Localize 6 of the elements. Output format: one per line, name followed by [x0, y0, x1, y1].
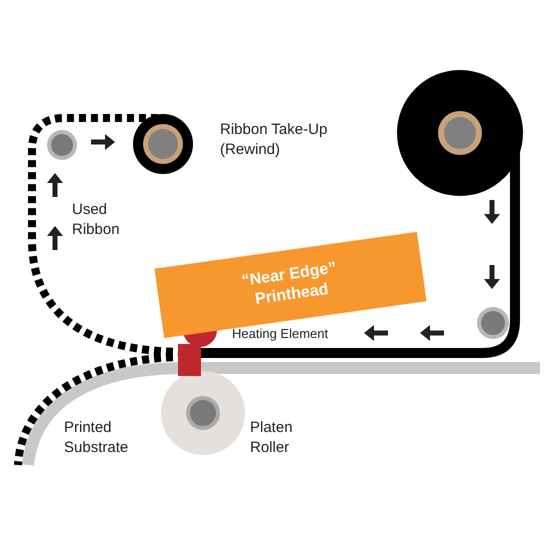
part-label: Heating Element — [232, 325, 330, 343]
part-label: Used Ribbon — [72, 200, 121, 240]
part-label: Ribbon Take-Up (Rewind) — [220, 120, 328, 160]
part-label: Platen Roller — [250, 418, 294, 458]
part-label: Printed Substrate — [64, 418, 130, 458]
printhead-label: “Near Edge” Printhead — [240, 260, 338, 308]
